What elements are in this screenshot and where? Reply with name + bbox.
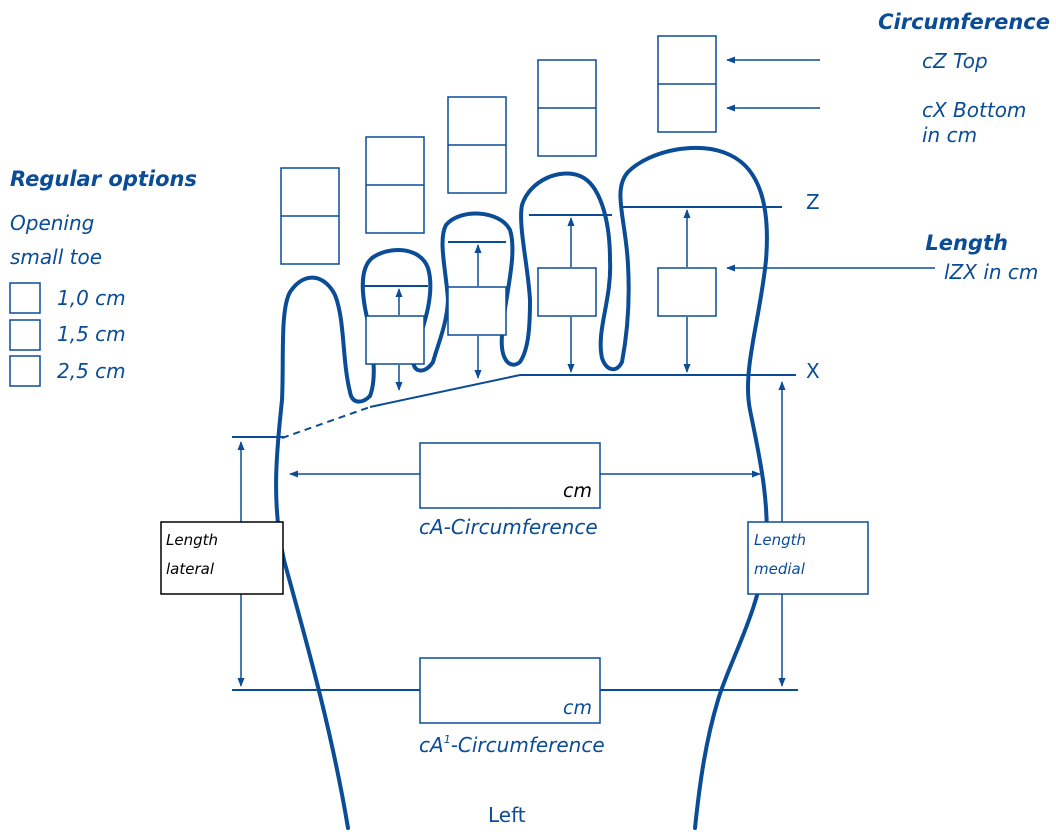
regular-options-heading: Regular options	[10, 167, 197, 191]
z-marker: Z	[806, 190, 820, 214]
toe3-length-box[interactable]	[447, 286, 507, 336]
toe4-circ-box[interactable]	[365, 136, 425, 234]
option-3-checkbox[interactable]	[9, 355, 41, 387]
length-boxes	[365, 267, 717, 365]
ca1-caption: cA1-Circumference	[419, 733, 605, 757]
toe2-circ-box[interactable]	[537, 59, 597, 157]
option-3-label: 2,5 cm	[57, 359, 126, 383]
ca1-caption-prefix: cA	[419, 733, 444, 757]
side-length-arrows	[237, 381, 786, 687]
toe1-circ-box[interactable]	[657, 35, 717, 133]
foot-outline	[274, 145, 769, 830]
ca-measurement	[289, 442, 761, 724]
length-heading: Length	[925, 231, 1008, 255]
x-marker: X	[806, 359, 820, 383]
small-toe-checkboxes	[9, 282, 41, 387]
option-1-label: 1,0 cm	[57, 286, 126, 310]
length-lateral-box[interactable]	[160, 521, 284, 595]
length-lateral-line2: lateral	[166, 560, 215, 578]
cz-top-label: cZ Top	[922, 49, 988, 73]
ca-caption: cA-Circumference	[419, 515, 598, 539]
length-medial-box[interactable]	[747, 521, 869, 595]
dashed-base-line	[281, 406, 371, 439]
cx-bottom-label: cX Bottom	[922, 98, 1026, 122]
length-sublabel: lZX in cm	[944, 260, 1038, 284]
option-2-checkbox[interactable]	[9, 319, 41, 351]
toe1-length-box[interactable]	[657, 267, 717, 317]
label-pointer-arrows	[726, 56, 935, 272]
side-label: Left	[488, 803, 526, 827]
toe4-length-box[interactable]	[365, 315, 425, 365]
length-medial-line2: medial	[754, 560, 806, 578]
option-1-checkbox[interactable]	[9, 282, 41, 314]
base-slant-line	[369, 374, 521, 408]
ca1-unit-label: cm	[563, 697, 592, 719]
circumference-heading: Circumference	[878, 10, 1050, 34]
length-medial-line1: Length	[754, 531, 806, 549]
opening-label: Opening	[10, 211, 94, 235]
toe5-circ-box[interactable]	[280, 167, 340, 265]
small-toe-label: small toe	[10, 245, 102, 269]
toe3-circ-box[interactable]	[447, 96, 507, 194]
toe2-length-box[interactable]	[537, 267, 597, 317]
ca1-caption-suffix: -Circumference	[451, 733, 605, 757]
cx-unit-label: in cm	[922, 123, 977, 147]
circumference-boxes	[280, 35, 717, 265]
ca-input-box[interactable]	[419, 442, 601, 509]
option-2-label: 1,5 cm	[57, 322, 126, 346]
ca1-caption-superscript: 1	[444, 733, 451, 746]
ca-unit-label: cm	[563, 480, 592, 502]
length-lateral-line1: Length	[166, 531, 218, 549]
ca1-input-box[interactable]	[419, 657, 601, 724]
toe-length-arrows	[395, 209, 691, 391]
